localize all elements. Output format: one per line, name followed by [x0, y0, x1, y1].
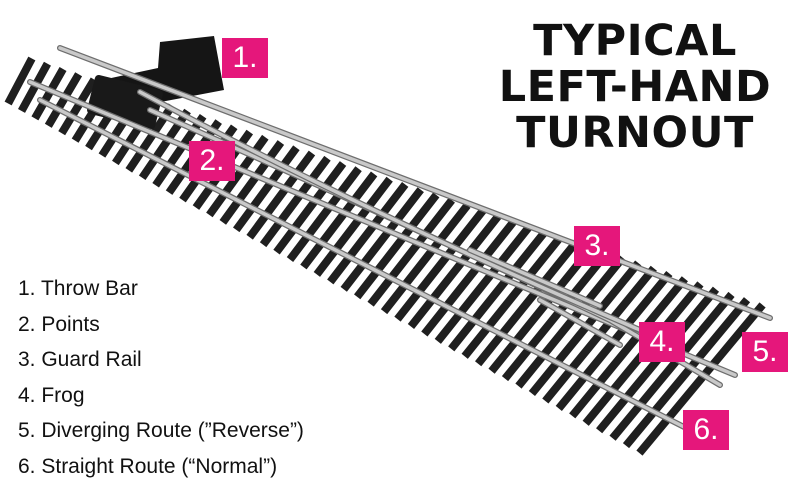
callout-points: 2. [189, 141, 235, 181]
track-tie [461, 234, 564, 359]
title-line-1: TYPICAL [533, 16, 737, 66]
closure-rail [138, 90, 642, 332]
legend-item-guard-rail: 3. Guard Rail [18, 348, 142, 371]
track-tie [286, 166, 362, 262]
track-tie [300, 171, 378, 270]
track-tie [569, 276, 688, 419]
track-tie [58, 77, 98, 136]
legend-item-points: 2. Points [18, 312, 100, 336]
track-tie [421, 218, 518, 337]
legend-item-frog: 4. Frog [18, 383, 85, 407]
track-tie [327, 182, 409, 285]
track-tie [367, 197, 455, 307]
callout-guard-rail: 3. [574, 226, 620, 266]
track-tie [488, 244, 595, 374]
track-tie [380, 202, 471, 315]
track-tie [622, 297, 751, 449]
callout-frog: 4. [639, 322, 685, 362]
frog-point [538, 298, 622, 347]
track-tie [354, 192, 440, 300]
track-tie [609, 291, 735, 441]
track-rails [27, 45, 773, 433]
track-tie [434, 223, 533, 344]
callout-throw-bar: 1. [222, 38, 268, 78]
track-tie [259, 155, 331, 248]
callout-diverging-route: 5. [742, 332, 788, 372]
title-line-3: TURNOUT [516, 108, 754, 158]
track-tie [448, 229, 549, 352]
track-tie [501, 250, 611, 382]
track-tie [18, 61, 51, 113]
callout-straight-route: 6. [683, 410, 729, 450]
track-tie [31, 67, 67, 121]
legend-item-straight-route: 6. Straight Route (“Normal”) [18, 454, 278, 478]
diverging-outer-rail [58, 46, 772, 320]
guard-rail [468, 248, 602, 308]
track-tie [340, 187, 424, 292]
title-line-2: LEFT-HAND [498, 62, 772, 112]
track-tie [4, 56, 36, 106]
legend-item-throw-bar: 1. Throw Bar [18, 277, 138, 300]
track-tie [475, 239, 580, 367]
track-tie [394, 208, 487, 322]
track-tie [407, 213, 502, 330]
track-tie [44, 72, 83, 128]
track-tie [515, 255, 626, 389]
straight-outer-rail [38, 98, 692, 432]
track-tie [636, 302, 766, 456]
legend-item-diverging-route: 5. Diverging Route (”Reverse”) [18, 419, 304, 442]
legend-list: 1. Throw Bar 2. Points 3. Guard Rail 4. … [18, 271, 304, 484]
track-tie [313, 176, 393, 277]
track-tie [273, 161, 347, 255]
track-tie [246, 150, 316, 240]
diagram-title: TYPICAL LEFT-HAND TURNOUT [490, 18, 780, 156]
